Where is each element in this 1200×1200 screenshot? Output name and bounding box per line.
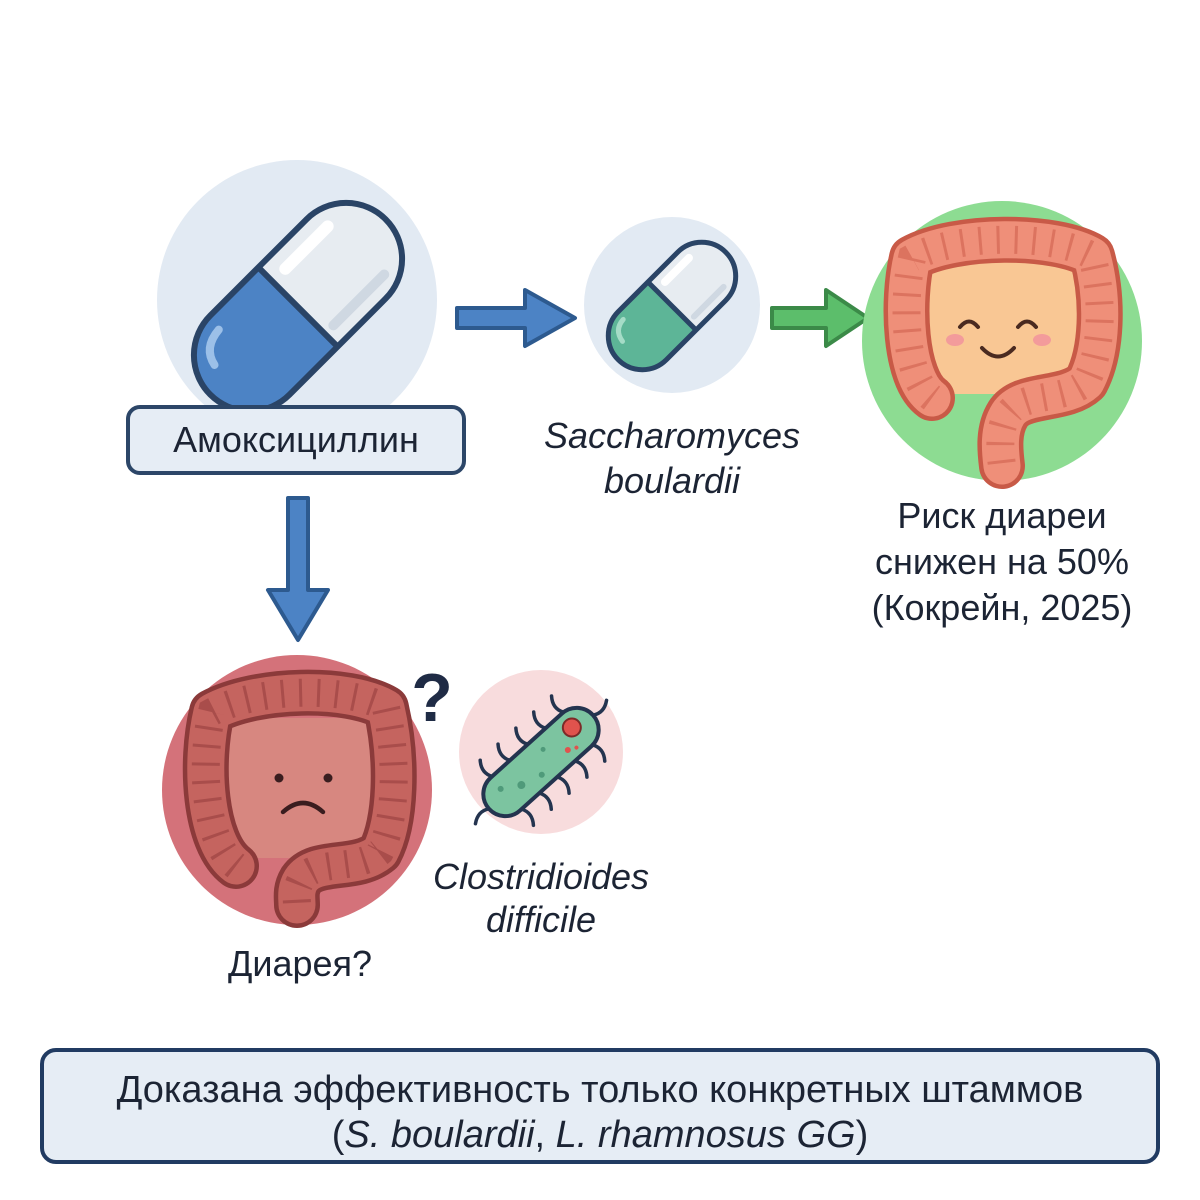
pill-white-gloss bbox=[279, 220, 334, 275]
pill-seam bbox=[646, 280, 698, 332]
footer-separator: , bbox=[535, 1114, 556, 1156]
intestine-face-area bbox=[226, 718, 372, 858]
pill-blue-half bbox=[193, 267, 338, 412]
cheek-right bbox=[1033, 334, 1051, 346]
footer-strain-2: L. rhamnosus GG bbox=[556, 1114, 856, 1156]
antibiotic-label: Амоксициллин bbox=[173, 419, 419, 460]
arrow-down-icon bbox=[266, 496, 330, 642]
pill-outline bbox=[190, 199, 406, 415]
probiotic-name-line2: boulardii bbox=[604, 460, 741, 501]
pill-green-half bbox=[608, 281, 697, 370]
pathogen-name-line1: Clostridioides bbox=[433, 856, 649, 897]
bacterium-spot-red bbox=[561, 717, 582, 738]
eye-right bbox=[1016, 319, 1038, 329]
sad-intestine-icon bbox=[182, 669, 417, 928]
antibiotic-node: Амоксициллин bbox=[126, 160, 466, 475]
pill-green-gloss bbox=[615, 316, 626, 344]
eye-left bbox=[958, 319, 980, 329]
arrow-right-icon bbox=[455, 288, 577, 348]
footer-strain-1: S. boulardii bbox=[344, 1114, 536, 1156]
affected-gut-node: ? Диарея? bbox=[162, 655, 453, 984]
pathogen-node: Clostridioides difficile bbox=[433, 670, 649, 940]
footer-paren-close: ) bbox=[856, 1114, 869, 1156]
risk-text-line1: Риск диареи bbox=[897, 495, 1106, 536]
bacterium-dot bbox=[538, 771, 545, 778]
intestine-face-area bbox=[925, 262, 1080, 394]
risk-text-line2: снижен на 50% bbox=[875, 541, 1129, 582]
bacterium-dot bbox=[564, 746, 571, 753]
arrow-right-icon bbox=[770, 288, 870, 348]
bacterium-dot bbox=[497, 785, 504, 792]
frown-mouth bbox=[280, 800, 326, 815]
pill-seam bbox=[256, 265, 340, 349]
bacterium-dot bbox=[517, 781, 526, 790]
happy-intestine-icon bbox=[883, 216, 1123, 489]
antibiotic-label-box bbox=[126, 405, 466, 475]
smile-mouth bbox=[980, 346, 1016, 359]
capsule-pill-blue-icon bbox=[190, 199, 406, 415]
capsule-pill-green-icon bbox=[605, 239, 739, 373]
bacterium-dot bbox=[540, 746, 546, 752]
pill-white-gloss bbox=[660, 253, 693, 286]
diarrhea-label: Диарея? bbox=[228, 943, 372, 984]
bacterium-icon bbox=[473, 694, 609, 828]
pill-blue-gloss bbox=[205, 325, 223, 369]
footer-paren-open: ( bbox=[332, 1114, 345, 1156]
colon-body bbox=[888, 221, 1119, 485]
probiotic-node: Saccharomyces boulardii bbox=[544, 217, 800, 501]
eye-left bbox=[274, 773, 284, 783]
pill-white-shade bbox=[690, 283, 727, 320]
cheek-left bbox=[946, 334, 964, 346]
footer-box bbox=[40, 1048, 1160, 1164]
protected-gut-node: Риск диареи снижен на 50% (Кокрейн, 2025… bbox=[862, 201, 1142, 628]
bacterium-flagella bbox=[473, 694, 609, 828]
footer-note: Доказана эффективность только конкретных… bbox=[40, 1048, 1160, 1164]
footer-line2: (S. boulardii, L. rhamnosus GG) bbox=[332, 1114, 868, 1156]
footer-line1: Доказана эффективность только конкретных… bbox=[117, 1069, 1084, 1111]
risk-text-line3: (Кокрейн, 2025) bbox=[872, 587, 1133, 628]
bacterium-dot bbox=[574, 745, 579, 750]
pill-white-shade bbox=[328, 269, 390, 331]
eye-right bbox=[323, 773, 333, 783]
colon-body bbox=[187, 674, 413, 924]
probiotic-name-line1: Saccharomyces bbox=[544, 415, 800, 456]
question-mark: ? bbox=[411, 660, 453, 736]
pathogen-name-line2: difficile bbox=[486, 899, 596, 940]
